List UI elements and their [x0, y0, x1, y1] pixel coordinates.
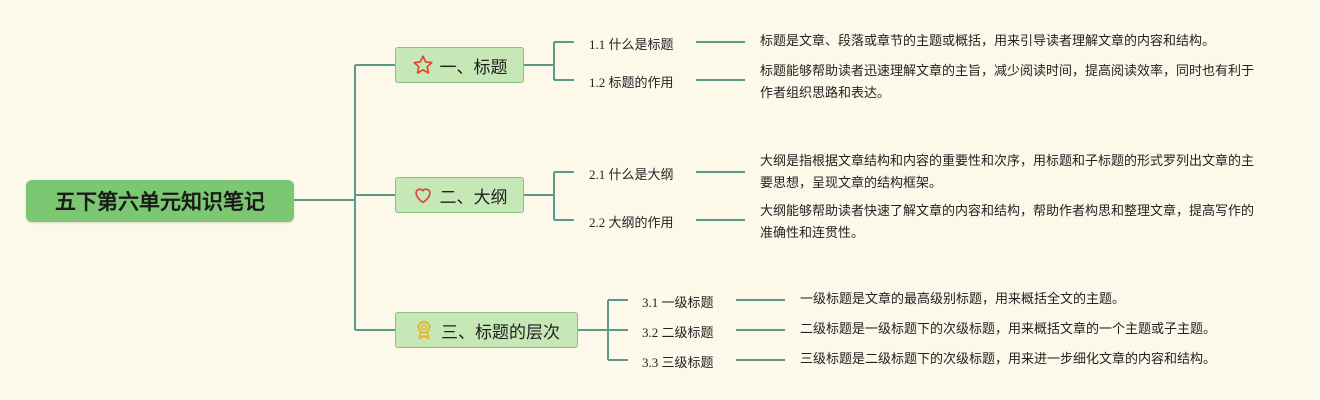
section-node-heading-levels[interactable]: 三、标题的层次 [395, 312, 578, 348]
subtopic-description: 大纲是指根据文章结构和内容的重要性和次序，用标题和子标题的形式罗列出文章的主要思… [760, 154, 1255, 191]
root-node[interactable]: 五下第六单元知识笔记 [26, 180, 294, 222]
star-icon [412, 54, 434, 76]
heart-icon [412, 184, 434, 206]
section-title: 三、标题的层次 [441, 322, 560, 343]
subtopic-description: 二级标题是一级标题下的次级标题，用来概括文章的一个主题或子主题。 [800, 322, 1217, 337]
subtopic-label[interactable]: 2.2 大纲的作用 [589, 215, 674, 230]
subtopic-description: 标题能够帮助读者迅速理解文章的主旨，减少阅读时间，提高阅读效率，同时也有利于作者… [760, 64, 1255, 101]
subtopic-description: 三级标题是二级标题下的次级标题，用来进一步细化文章的内容和结构。 [800, 352, 1217, 367]
award-icon [413, 319, 435, 341]
subtopic-description: 标题是文章、段落或章节的主题或概括，用来引导读者理解文章的内容和结构。 [760, 34, 1216, 49]
root-title: 五下第六单元知识笔记 [55, 190, 265, 214]
subtopic-label[interactable]: 3.2 二级标题 [642, 325, 714, 340]
subtopic-label[interactable]: 3.1 一级标题 [642, 295, 714, 310]
subtopic-label[interactable]: 1.1 什么是标题 [589, 37, 674, 52]
section-title: 一、标题 [439, 57, 508, 78]
subtopic-label[interactable]: 1.2 标题的作用 [589, 75, 674, 90]
section-node-title[interactable]: 一、标题 [395, 47, 524, 83]
section-title: 二、大纲 [439, 187, 508, 208]
subtopic-label[interactable]: 2.1 什么是大纲 [589, 167, 674, 182]
subtopic-description: 大纲能够帮助读者快速了解文章的内容和结构，帮助作者构思和整理文章，提高写作的准确… [760, 204, 1255, 241]
subtopic-description: 一级标题是文章的最高级别标题，用来概括全文的主题。 [800, 292, 1126, 307]
subtopic-label[interactable]: 3.3 三级标题 [642, 355, 714, 370]
section-node-outline[interactable]: 二、大纲 [395, 177, 524, 213]
